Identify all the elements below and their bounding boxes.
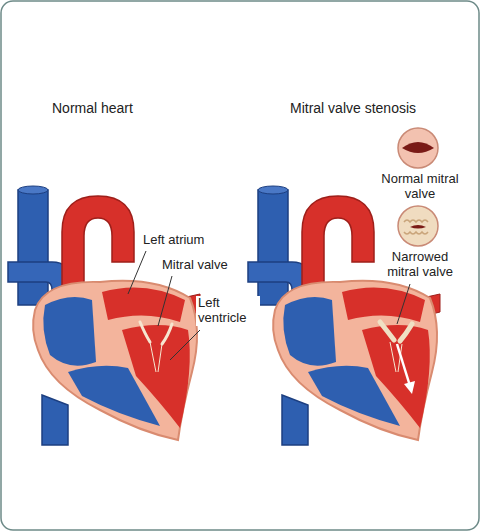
part-label: Mitral valve xyxy=(160,258,230,273)
leader-line xyxy=(128,251,146,294)
leader-line xyxy=(397,284,410,324)
panel-heading: Mitral valve stenosis xyxy=(288,100,418,116)
flow-arrow xyxy=(397,344,410,386)
stenotic-heart xyxy=(248,186,440,445)
narrowed-valve-opening xyxy=(410,225,426,229)
inset-label: Narrowed mitral valve xyxy=(379,250,461,280)
narrowed-valve-inset xyxy=(398,206,438,246)
inset-label: Normal mitral valve xyxy=(379,172,461,202)
normal-valve-inset xyxy=(398,128,438,168)
normal-heart xyxy=(8,186,200,445)
narrowed-leaflets xyxy=(380,322,412,341)
part-label: Left ventricle xyxy=(196,296,260,326)
panel-heading: Normal heart xyxy=(50,100,135,116)
flow-arrowhead xyxy=(404,381,415,394)
normal-valve-opening xyxy=(402,142,434,153)
mitral-leaflets xyxy=(140,322,172,344)
part-label: Left atrium xyxy=(141,233,206,248)
leader-line xyxy=(158,276,172,326)
calcification xyxy=(404,220,428,234)
leader-line xyxy=(170,330,200,360)
